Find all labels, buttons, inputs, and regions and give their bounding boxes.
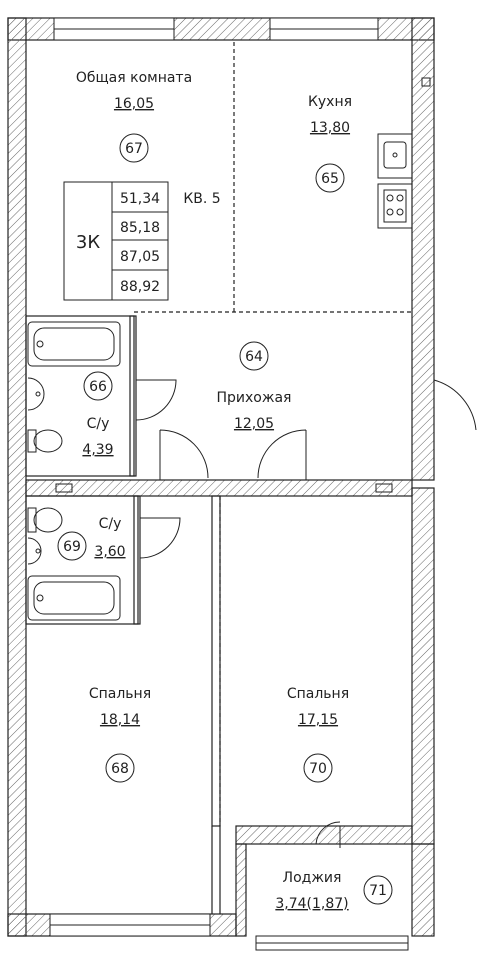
room-bath2-area: 3,60 [94,544,125,560]
room-number-marker [83,371,113,401]
bathtub-icon [27,321,121,367]
door-bedroom2 [257,429,307,480]
toilet-icon [27,507,63,533]
room-bedroom2-name: Спальня [287,686,349,702]
room-kitchen-number: 65 [321,171,339,187]
room-living-number: 67 [125,141,143,157]
bathtub-icon [27,575,121,621]
room-bath1-name: С/у [87,416,110,432]
room-hall-area: 12,05 [234,416,274,432]
room-bedroom2-number: 70 [309,761,327,777]
apartment-area-3: 87,05 [120,249,160,265]
kitchen-sink-icon [377,133,413,179]
apartment-area-2: 85,18 [120,220,160,236]
room-number-marker [315,163,345,193]
column-icon [421,77,431,87]
room-bath2-name: С/у [99,516,122,532]
doors [135,379,477,848]
room-bath1-area: 4,39 [82,442,113,458]
wall-loggia-right [411,843,435,937]
room-hall-name: Прихожая [217,390,292,406]
wall-right-lower [411,487,435,845]
room-living-area: 16,05 [114,96,154,112]
room-number-marker [105,753,135,783]
partitions [25,42,413,914]
door-bath2 [139,517,181,559]
room-living-name: Общая комната [76,70,192,86]
room-kitchen-area: 13,80 [310,120,350,136]
room-number-marker [363,875,393,905]
fixtures [27,77,431,621]
room-kitchen-name: Кухня [308,94,352,110]
room-loggia-number: 71 [369,883,387,899]
wall-left [7,17,27,937]
room-loggia-name: Лоджия [283,870,342,886]
wall-loggia-left [235,843,247,937]
room-number-marker [239,341,269,371]
windows [49,17,409,951]
apartment-rooms-label: 3К [76,232,100,253]
room-bath2-number: 69 [63,539,81,555]
room-number-marker [119,133,149,163]
door-loggia [315,821,341,848]
room-number-marker [303,753,333,783]
vent-icon [55,483,73,493]
room-bedroom1-number: 68 [111,761,129,777]
door-bath1 [135,379,177,421]
toilet-icon [27,429,63,453]
room-bedroom1-area: 18,14 [100,712,140,728]
apartment-area-1: 51,34 [120,191,160,207]
exterior-walls [7,17,435,937]
stove-icon [377,183,413,229]
room-bedroom2-area: 17,15 [298,712,338,728]
apartment-area-4: 88,92 [120,279,160,295]
vent-icon [375,483,393,493]
room-hall-number: 64 [245,349,263,365]
apartment-label: КВ. 5 [183,191,220,207]
sink-icon [27,377,45,411]
door-entrance [433,379,477,438]
room-bath1-number: 66 [89,379,107,395]
apartment-summary-table [63,181,169,301]
room-loggia-area: 3,74(1,87) [275,896,348,912]
room-bedroom1-name: Спальня [89,686,151,702]
wall-middle [25,479,413,497]
room-number-marker [57,531,87,561]
wall-right-upper [411,17,435,481]
door-bedroom1 [159,429,209,480]
sink-icon [27,537,42,565]
